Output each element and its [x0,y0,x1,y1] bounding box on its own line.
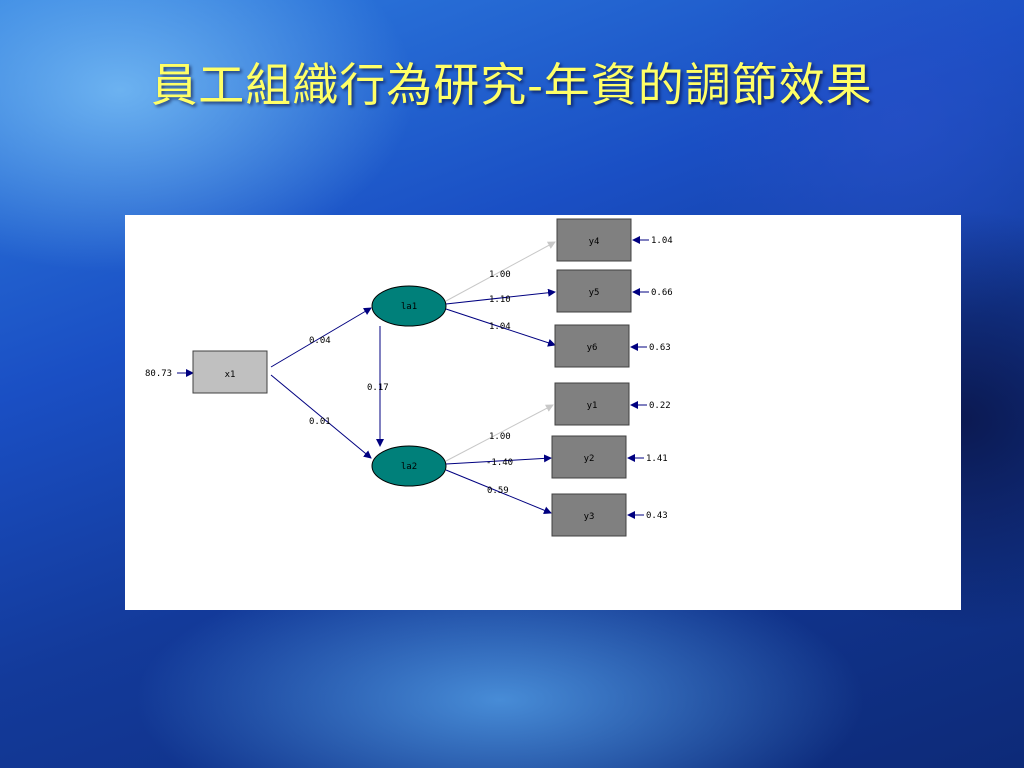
path-la1-y4-value: 1.00 [489,270,511,280]
path-la2-y3 [445,469,552,515]
node-y1 [554,382,630,426]
y4-error-value: 1.04 [651,236,673,246]
path-diagram-panel: 80.73 x1 0.04 0.01 0.17 la1 la2 1.00 1.1… [125,215,961,610]
node-y4 [556,218,632,262]
node-y3 [551,493,627,537]
node-y4-label: y4 [589,237,600,247]
path-la2-y2 [445,454,552,465]
node-y5 [556,269,632,313]
path-x1-la2-value: 0.01 [309,417,331,427]
path-la1-y5 [445,288,556,305]
path-la1-la2-value: 0.17 [367,383,389,393]
path-x1-la1 [270,307,372,368]
path-x1-la1-value: 0.04 [309,336,331,346]
path-la1-y4 [445,241,556,302]
node-y3-label: y3 [584,512,595,522]
node-y5-label: y5 [589,288,600,298]
y3-error-value: 0.43 [646,511,668,521]
path-diagram: 80.73 x1 0.04 0.01 0.17 la1 la2 1.00 1.1… [145,218,673,537]
node-y2-label: y2 [584,454,595,464]
node-la1 [371,285,447,327]
path-x1-la2 [270,374,372,459]
x1-error-value: 80.73 [145,369,172,379]
path-la2-y1-value: 1.00 [489,432,511,442]
y2-error-value: 1.41 [646,454,668,464]
node-y6-label: y6 [587,343,598,353]
node-x1 [192,350,268,394]
node-y1-label: y1 [587,401,598,411]
path-la1-y5-value: 1.10 [489,295,511,305]
path-la1-y6 [445,308,556,347]
y5-error-value: 0.66 [651,288,673,298]
y1-error-value: 0.22 [649,401,671,411]
node-la2-label: la2 [401,462,417,472]
y6-error-value: 0.63 [649,343,671,353]
slide-title: 員工組織行為研究-年資的調節效果 [151,58,873,112]
node-la2 [371,445,447,487]
node-la1-label: la1 [401,302,417,312]
node-y6 [554,324,630,368]
path-la2-y2-value: -1.40 [486,458,513,468]
path-la2-y3-value: 0.59 [487,486,509,496]
node-x1-label: x1 [225,370,236,380]
path-la1-y6-value: 1.04 [489,322,511,332]
node-y2 [551,435,627,479]
path-la2-y1 [445,404,554,462]
